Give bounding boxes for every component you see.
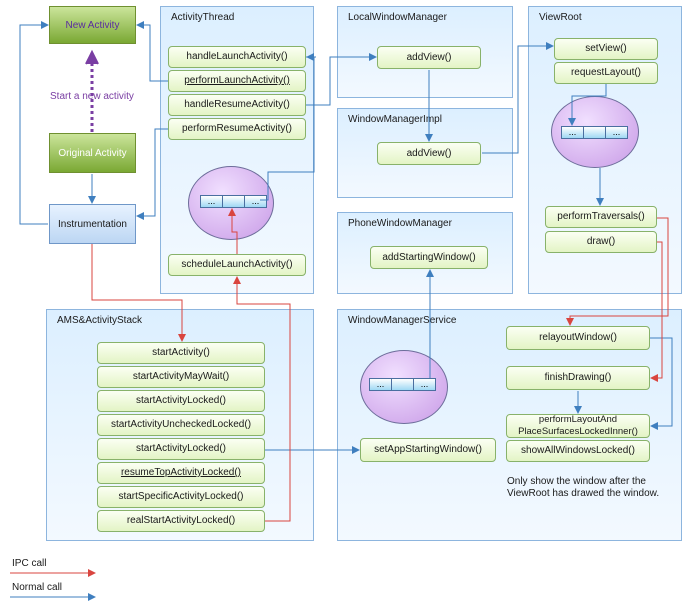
impl-add-view-button[interactable]: addView(): [377, 142, 481, 165]
instrumentation-label: Instrumentation: [58, 218, 127, 230]
panel-title: ActivityThread: [171, 12, 235, 23]
new-activity-label: New Activity: [65, 19, 120, 31]
new-activity-box: New Activity: [49, 6, 136, 44]
panel-title: LocalWindowManager: [348, 12, 447, 23]
wms-queue-cells: ... ...: [369, 378, 436, 391]
queue-cell: [391, 378, 414, 391]
perform-resume-activity-button[interactable]: performResumeActivity(): [168, 118, 306, 140]
queue-cell: [222, 195, 245, 208]
set-app-starting-window-button[interactable]: setAppStartingWindow(): [360, 438, 496, 462]
handle-resume-activity-button[interactable]: handleResumeActivity(): [168, 94, 306, 116]
schedule-launch-activity-button[interactable]: scheduleLaunchActivity(): [168, 254, 306, 276]
wms-note: Only show the window after the ViewRoot …: [507, 476, 660, 499]
ams-start-activity-locked-2-button[interactable]: startActivityLocked(): [97, 438, 265, 460]
local-add-view-button[interactable]: addView(): [377, 46, 481, 69]
ams-start-specific-activity-locked-button[interactable]: startSpecificActivityLocked(): [97, 486, 265, 508]
ams-resume-top-activity-locked-button[interactable]: resumeTopActivityLocked(): [97, 462, 265, 484]
activity-thread-queue-cells: ... ...: [200, 195, 267, 208]
loop-left: [19, 21, 49, 225]
original-activity-label: Original Activity: [58, 147, 127, 159]
queue-cell: ...: [244, 195, 267, 208]
queue-cell: ...: [413, 378, 436, 391]
legend-normal-label: Normal call: [12, 582, 63, 593]
panel-title: ViewRoot: [539, 12, 582, 23]
relayout-window-button[interactable]: relayoutWindow(): [506, 326, 650, 350]
instrumentation-box: Instrumentation: [49, 204, 136, 244]
ams-start-activity-locked-button[interactable]: startActivityLocked(): [97, 390, 265, 412]
queue-cell: ...: [605, 126, 628, 139]
queue-cell: [583, 126, 606, 139]
original-activity-box: Original Activity: [49, 133, 136, 173]
queue-cell: ...: [200, 195, 223, 208]
legend-ipc-label: IPC call: [12, 558, 47, 569]
finish-drawing-button[interactable]: finishDrawing(): [506, 366, 650, 390]
add-starting-window-button[interactable]: addStartingWindow(): [370, 246, 488, 269]
panel-title: PhoneWindowManager: [348, 218, 452, 229]
queue-cell: ...: [369, 378, 392, 391]
ams-start-activity-unchecked-locked-button[interactable]: startActivityUncheckedLocked(): [97, 414, 265, 436]
start-new-activity-label: Start a new activity: [50, 91, 134, 102]
perform-layout-button[interactable]: performLayoutAnd PlaceSurfacesLockedInne…: [506, 414, 650, 438]
handle-launch-activity-button[interactable]: handleLaunchActivity(): [168, 46, 306, 68]
panel-title: WindowManagerImpl: [348, 114, 442, 125]
queue-cell: ...: [561, 126, 584, 139]
perform-traversals-button[interactable]: performTraversals(): [545, 206, 657, 228]
ams-real-start-activity-locked-button[interactable]: realStartActivityLocked(): [97, 510, 265, 532]
panel-title: WindowManagerService: [348, 315, 457, 326]
view-root-queue-cells: ... ...: [561, 126, 628, 139]
panel-title: AMS&ActivityStack: [57, 315, 143, 326]
ams-start-activity-button[interactable]: startActivity(): [97, 342, 265, 364]
request-layout-button[interactable]: requestLayout(): [554, 62, 658, 84]
set-view-button[interactable]: setView(): [554, 38, 658, 60]
ams-start-activity-may-wait-button[interactable]: startActivityMayWait(): [97, 366, 265, 388]
show-all-windows-locked-button[interactable]: showAllWindowsLocked(): [506, 440, 650, 462]
perform-launch-activity-button[interactable]: performLaunchActivity(): [168, 70, 306, 92]
draw-button[interactable]: draw(): [545, 231, 657, 253]
